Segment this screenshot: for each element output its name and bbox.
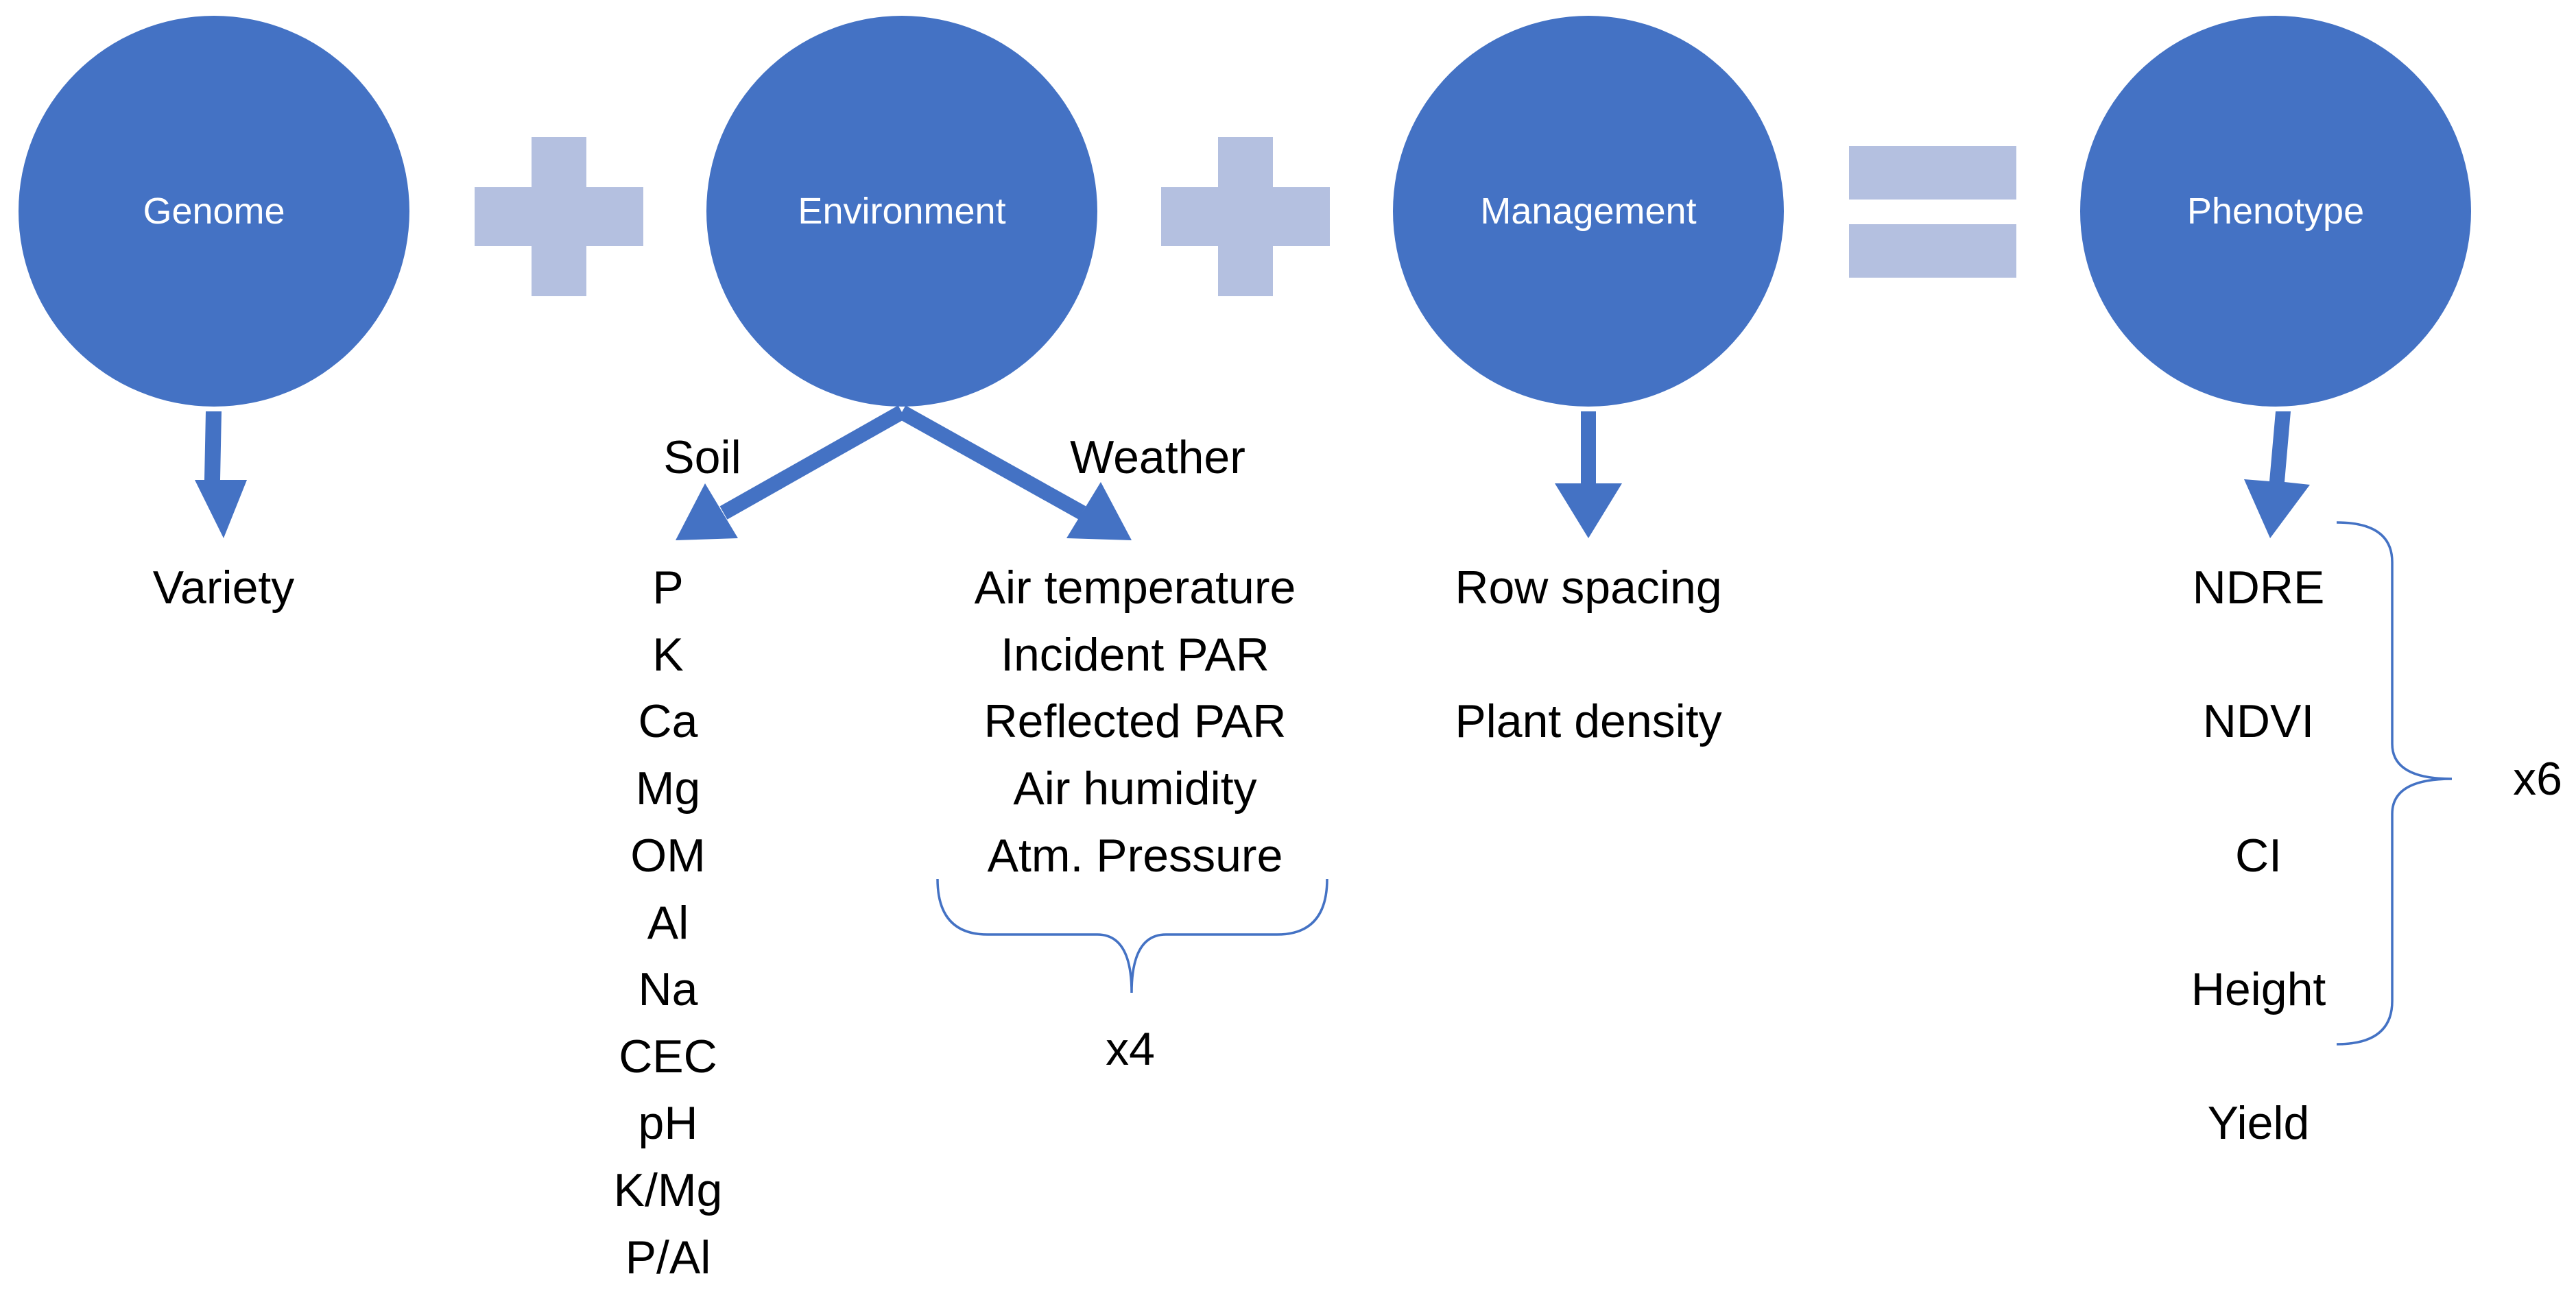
weather-branch-label: Weather (1070, 431, 1245, 483)
genome-item: Variety (153, 562, 295, 614)
soil-item: Na (639, 963, 698, 1015)
soil-item: Al (647, 897, 689, 949)
genome-label: Genome (143, 191, 285, 232)
weather-multiplier: x4 (1106, 1023, 1155, 1075)
genome-arrow (195, 411, 247, 538)
management-node: Management (1393, 16, 1784, 407)
soil-item: K/Mg (614, 1164, 723, 1216)
weather-item: Air humidity (1013, 762, 1256, 815)
phenotype-brace (2336, 521, 2453, 1046)
genome-node: Genome (19, 16, 409, 407)
environment-node: Environment (706, 16, 1097, 407)
weather-item: Reflected PAR (984, 695, 1287, 747)
phenotype-node: Phenotype (2080, 16, 2471, 407)
weather-items-list: Air temperature Incident PAR Reflected P… (975, 562, 1296, 882)
phenotype-item: Yield (2208, 1097, 2310, 1149)
management-label: Management (1480, 191, 1696, 232)
phenotype-multiplier: x6 (2513, 753, 2562, 805)
weather-item: Air temperature (975, 562, 1296, 614)
soil-item: pH (639, 1097, 698, 1149)
phenotype-label: Phenotype (2187, 191, 2364, 232)
genome-items-list: Variety (153, 562, 295, 614)
phenotype-item: Height (2191, 963, 2326, 1015)
soil-item: P/Al (625, 1231, 711, 1283)
soil-arrow (676, 405, 906, 540)
phenotype-item: CI (2235, 830, 2282, 882)
weather-arrow (898, 405, 1132, 540)
phenotype-items-list: NDRE NDVI CI Height Yield (2191, 562, 2326, 1149)
genome-circle (19, 16, 409, 407)
soil-item: CEC (619, 1030, 717, 1083)
soil-branch-label: Soil (663, 431, 741, 483)
management-items-list: Row spacing Plant density (1455, 562, 1721, 747)
management-arrow (1555, 411, 1622, 538)
soil-item: K (652, 629, 683, 681)
phenotype-circle (2080, 16, 2471, 407)
management-item: Plant density (1455, 695, 1721, 747)
soil-item: Mg (636, 762, 700, 815)
soil-item: OM (630, 830, 706, 882)
management-item: Row spacing (1455, 562, 1721, 614)
phenotype-item: NDRE (2193, 562, 2325, 614)
environment-label: Environment (798, 191, 1005, 232)
plus-operator-2 (1161, 137, 1330, 296)
management-circle (1393, 16, 1784, 407)
phenotype-item: NDVI (2203, 695, 2314, 747)
environment-circle (706, 16, 1097, 407)
weather-item: Atm. Pressure (988, 830, 1283, 882)
soil-item: P (652, 562, 683, 614)
weather-item: Incident PAR (1001, 629, 1269, 681)
plus-operator-1 (475, 137, 643, 296)
phenotype-arrow (2244, 411, 2310, 538)
soil-items-list: P K Ca Mg OM Al Na CEC pH K/Mg P/Al (614, 562, 723, 1283)
soil-item: Ca (639, 695, 698, 747)
equals-operator (1849, 146, 2016, 278)
weather-brace (936, 878, 1328, 993)
